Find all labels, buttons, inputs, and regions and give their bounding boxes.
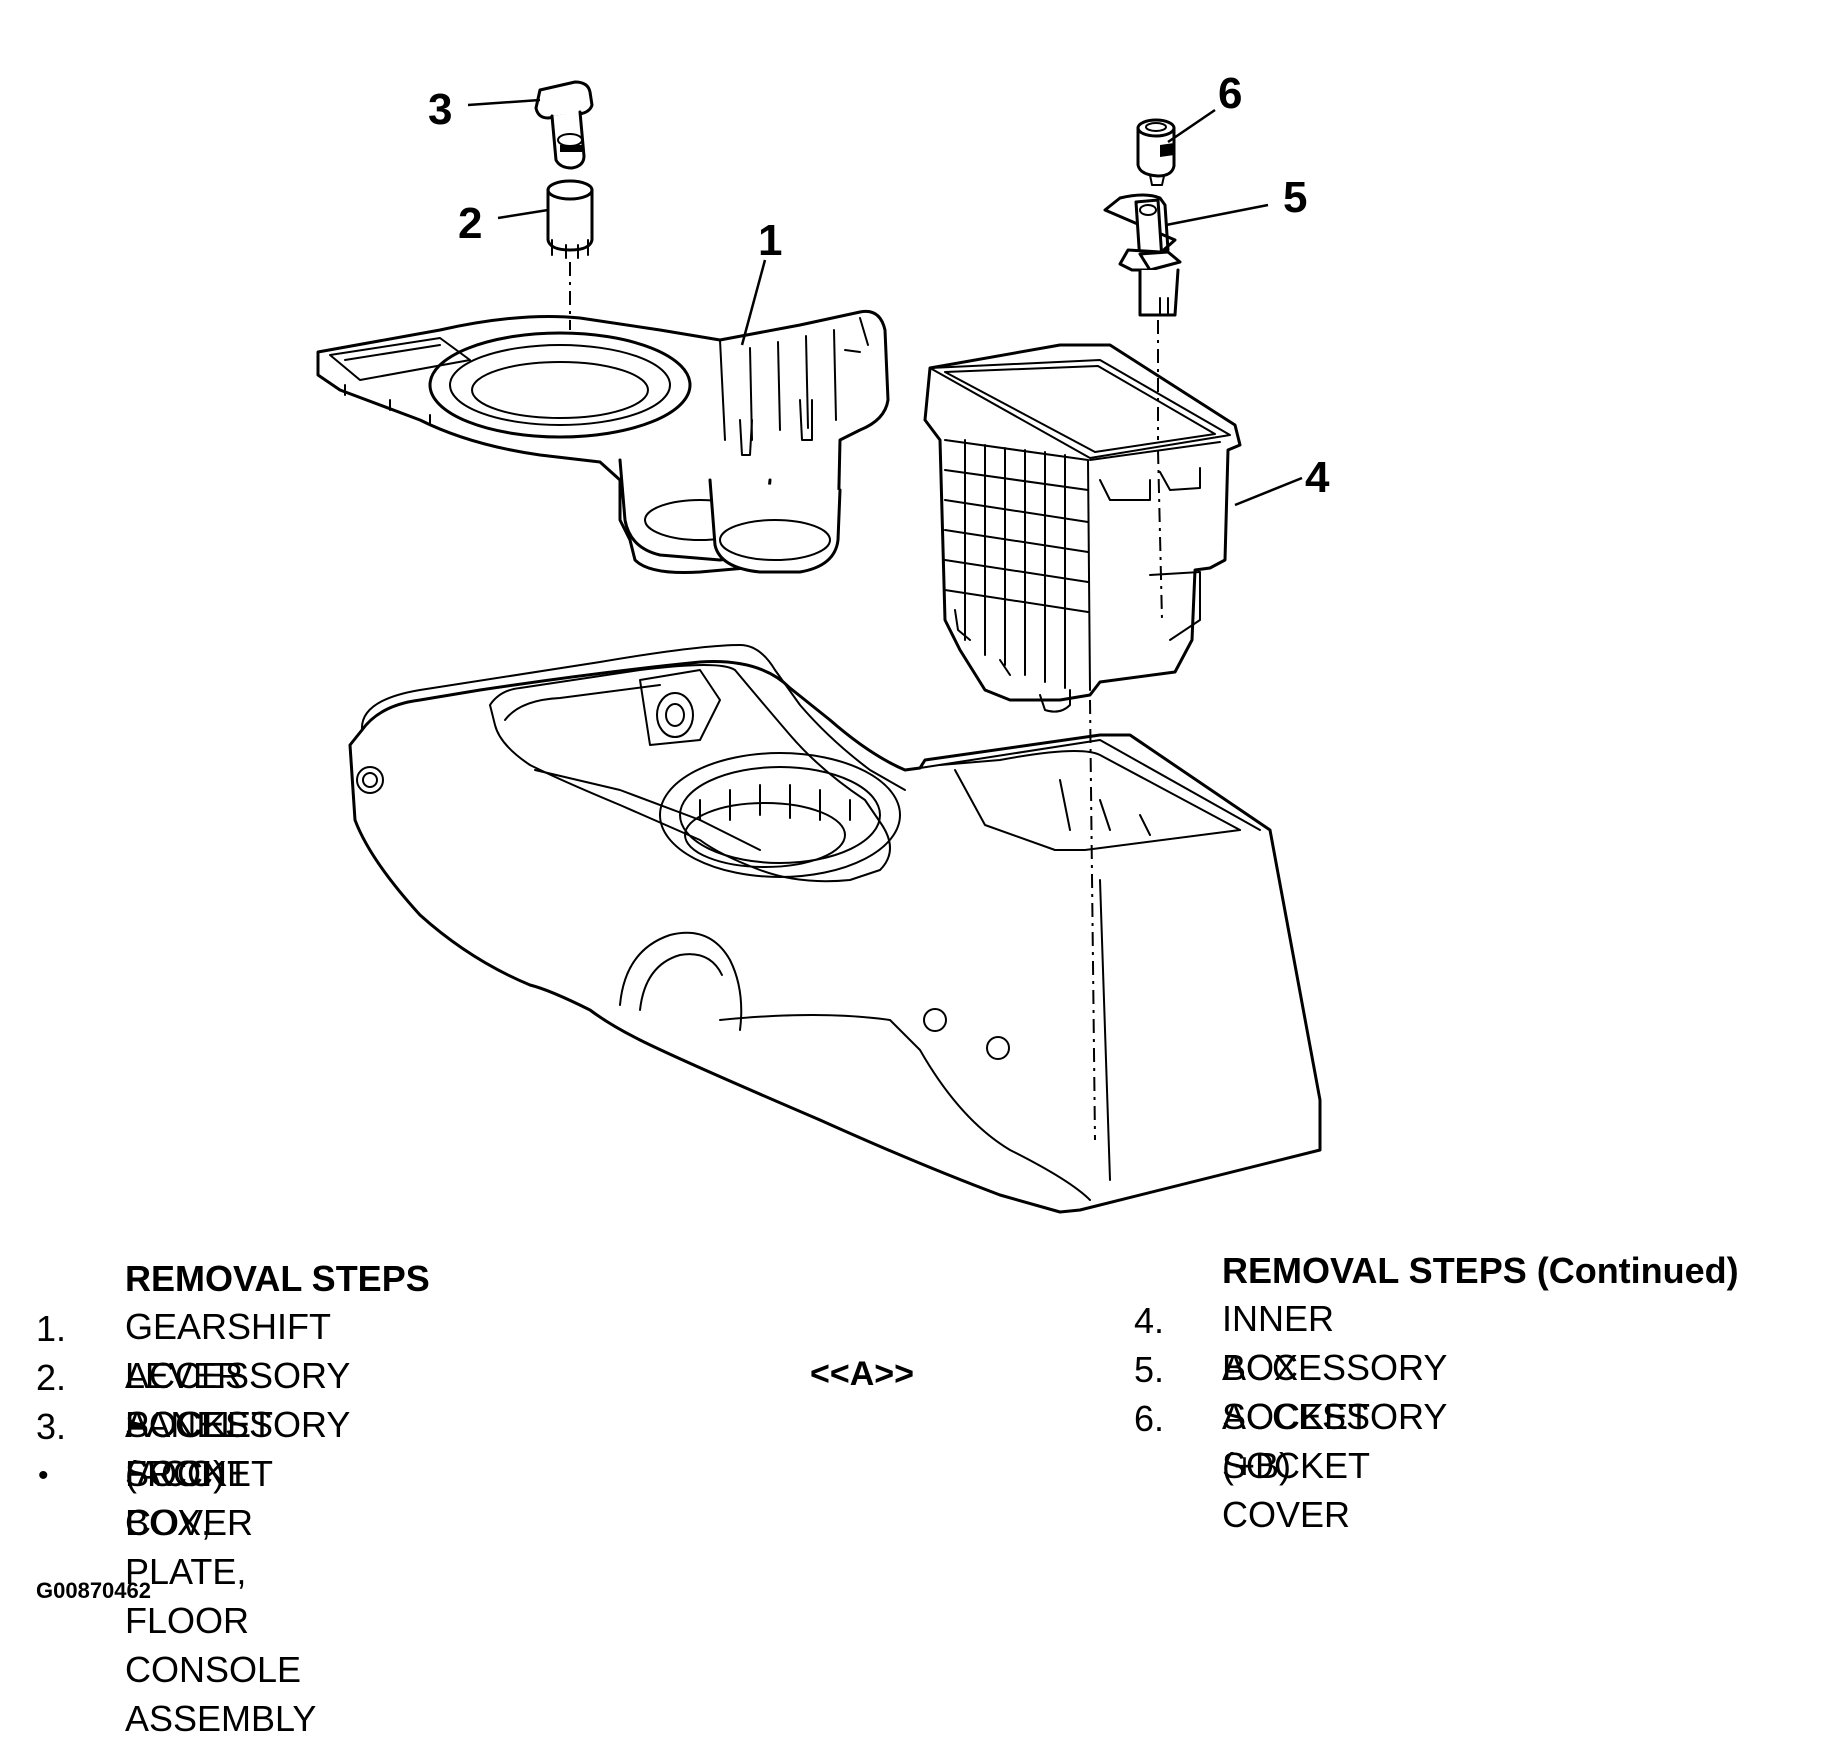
callout-4: 4 xyxy=(1305,453,1330,502)
step-text: GEARSHIFT LEVER PANEL xyxy=(125,1306,331,1445)
step-number: 4. xyxy=(1134,1300,1165,1341)
callout-5: 5 xyxy=(1283,173,1307,222)
reference-label-a: <<A>> xyxy=(810,1355,914,1393)
step-text: ACCESSORY SOCKET COVER xyxy=(125,1404,350,1543)
right-steps-heading: REMOVAL STEPS (Continued) xyxy=(1222,1250,1739,1291)
callout-6: 6 xyxy=(1218,69,1242,118)
step-text: ACCESSORY SOCKET COVER xyxy=(1222,1396,1447,1535)
accessory-socket-acc-2 xyxy=(546,179,594,259)
inner-box xyxy=(923,343,1242,713)
step-number: 1. xyxy=(36,1308,67,1349)
accessory-socket-cover-6 xyxy=(1136,118,1176,186)
accessory-socket-b-5 xyxy=(1103,193,1182,317)
figure-id: G00870462 xyxy=(36,1578,151,1603)
step-text: FRONT BOX, PLATE, FLOOR CONSOLE ASSEMBLY xyxy=(125,1453,317,1739)
callout-3: 3 xyxy=(428,85,452,134)
step-text: ACCESSORY SOCKET (+B) xyxy=(1222,1347,1447,1486)
exploded-view-diagram: 1 2 3 4 5 6 xyxy=(316,69,1330,1214)
callout-1: 1 xyxy=(758,216,782,265)
step-number: 6. xyxy=(1134,1398,1165,1439)
callout-leader-lines xyxy=(467,98,1303,507)
step-number: 2. xyxy=(36,1357,67,1398)
gearshift-lever-panel xyxy=(316,309,890,574)
callout-2: 2 xyxy=(458,199,482,248)
step-text: INNER BOX xyxy=(1222,1298,1335,1388)
step-number: 3. xyxy=(36,1406,67,1447)
step-number: 5. xyxy=(1134,1349,1165,1390)
step-bullet: • xyxy=(38,1459,49,1492)
assembly-centerlines xyxy=(569,262,1163,1141)
callout-numbers: 1 2 3 4 5 6 xyxy=(428,69,1330,502)
left-steps-heading: REMOVAL STEPS xyxy=(125,1258,430,1299)
accessory-socket-cover-3 xyxy=(534,80,594,170)
floor-console-assembly xyxy=(348,644,1322,1214)
step-text: ACCESSORY SOCKET (ACC) xyxy=(125,1355,350,1494)
